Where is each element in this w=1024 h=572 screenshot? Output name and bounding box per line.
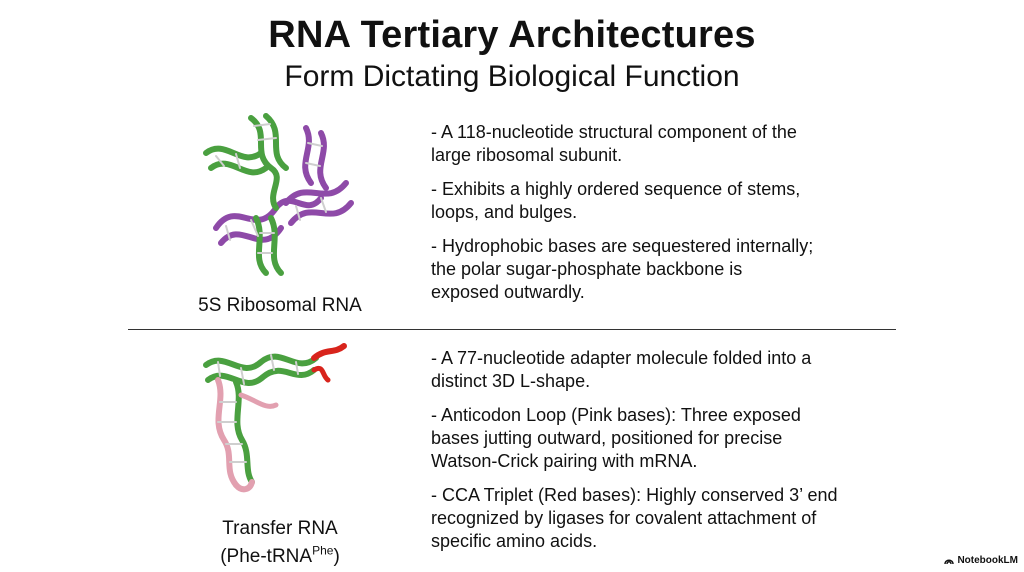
trna-caption-line2: (Phe-tRNAPhe)	[220, 544, 340, 568]
5s-rrna-structure-image	[203, 113, 354, 276]
section-divider	[128, 329, 896, 330]
page-title: RNA Tertiary Architectures	[268, 14, 756, 56]
page-subtitle: Form Dictating Biological Function	[284, 60, 740, 93]
notebooklm-logo-icon	[944, 559, 955, 564]
trna-caption-line1: Transfer RNA	[222, 518, 338, 539]
5s-rrna-bullet-list: - A 118-nucleotide structural component …	[431, 121, 901, 315]
bullet-item: - A 77-nucleotide adapter molecule folde…	[431, 348, 812, 391]
bullet-item: - CCA Triplet (Red bases): Highly conser…	[431, 485, 838, 551]
trna-caption: Transfer RNA (Phe-tRNAPhe)	[170, 518, 390, 568]
5s-rrna-caption: 5S Ribosomal RNA	[198, 295, 362, 316]
bullet-item: - Anticodon Loop (Pink bases): Three exp…	[431, 405, 801, 471]
bullet-item: - A 118-nucleotide structural component …	[431, 122, 797, 165]
bullet-item: - Hydrophobic bases are sequestered inte…	[431, 236, 814, 302]
trna-bullet-list: - A 77-nucleotide adapter molecule folde…	[431, 347, 901, 564]
brand-label: NotebookLM	[957, 555, 1018, 566]
notebooklm-watermark: NotebookLM	[944, 555, 1018, 566]
trna-structure-image	[203, 343, 347, 493]
bullet-item: - Exhibits a highly ordered sequence of …	[431, 179, 801, 222]
